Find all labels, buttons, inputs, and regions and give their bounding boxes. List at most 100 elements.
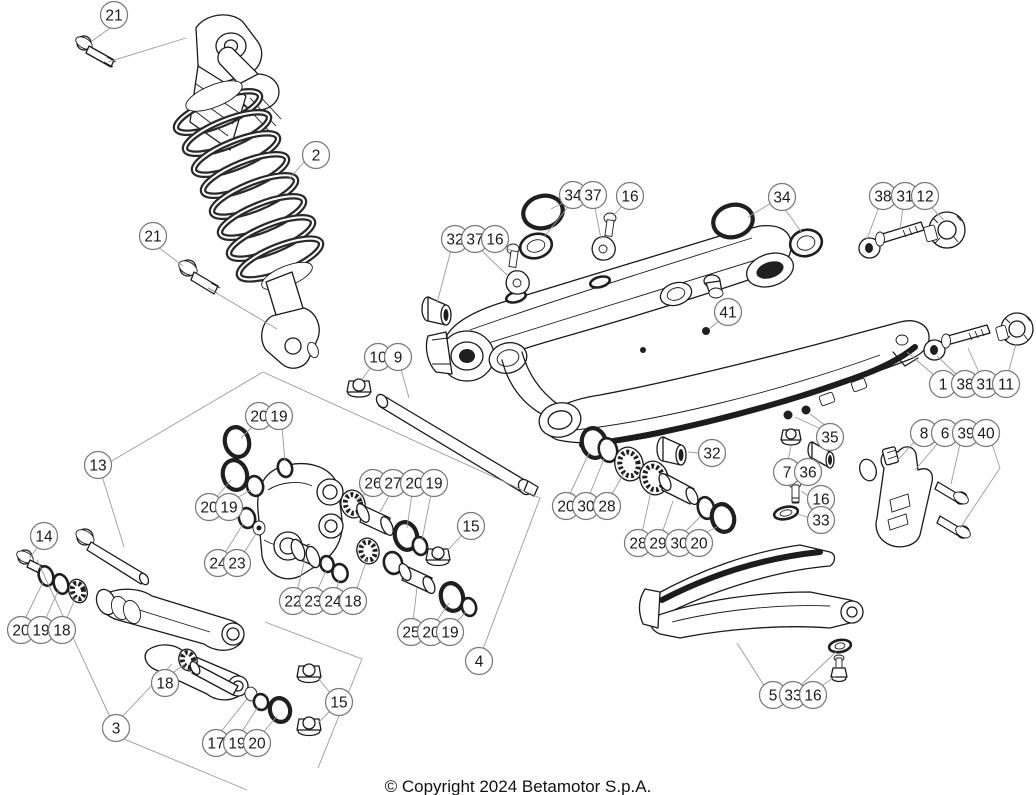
callout-18[interactable]: 18 [47,615,77,645]
callout-23[interactable]: 23 [222,548,252,578]
callout-41[interactable]: 41 [713,297,743,327]
callout-19[interactable]: 19 [222,728,252,758]
callout-16[interactable]: 16 [615,181,645,211]
svg-text:19: 19 [228,736,245,753]
callout-28[interactable]: 28 [623,528,653,558]
leader-line [107,37,187,63]
callout-28[interactable]: 28 [592,491,622,521]
callout-31[interactable]: 31 [890,181,920,211]
callout-15[interactable]: 15 [456,511,486,541]
callout-6[interactable]: 6 [930,418,960,448]
callout-12[interactable]: 12 [910,181,940,211]
svg-text:16: 16 [812,492,829,509]
callout-25[interactable]: 25 [396,617,426,647]
callout-18[interactable]: 18 [338,586,368,616]
callout-39[interactable]: 39 [951,418,981,448]
leader-line [482,497,541,650]
callout-19[interactable]: 19 [419,468,449,498]
svg-text:31: 31 [976,377,993,394]
svg-text:33: 33 [812,513,829,530]
callout-38[interactable]: 38 [868,181,898,211]
callout-33[interactable]: 33 [778,680,808,710]
svg-text:39: 39 [957,426,974,443]
callout-20[interactable]: 20 [684,528,714,558]
svg-text:28: 28 [629,536,646,553]
leader-line [261,715,278,735]
svg-text:1: 1 [939,377,948,394]
group-boundary-lines [36,37,541,791]
callout-20[interactable]: 20 [551,491,581,521]
callout-35[interactable]: 35 [815,422,845,452]
chain-guide-clamp-rear [591,212,617,261]
callout-17[interactable]: 17 [201,728,231,758]
callout-3[interactable]: 3 [101,713,131,743]
leader-line [610,472,625,497]
callout-9[interactable]: 9 [383,342,413,372]
callout-38[interactable]: 38 [950,369,980,399]
rocker-bearing-row-2 [356,537,478,618]
svg-text:4: 4 [475,654,484,671]
leader-line [207,287,278,330]
callout-23[interactable]: 23 [298,586,328,616]
callout-24[interactable]: 24 [318,586,348,616]
callout-40[interactable]: 40 [971,418,1001,448]
callout-33[interactable]: 33 [806,505,836,535]
svg-text:41: 41 [719,305,736,322]
callout-11[interactable]: 11 [991,369,1021,399]
callout-19[interactable]: 19 [26,615,56,645]
callout-30[interactable]: 30 [664,528,694,558]
callout-34[interactable]: 34 [767,182,797,212]
svg-text:21: 21 [105,8,122,25]
callout-21[interactable]: 21 [138,221,168,251]
callout-2[interactable]: 2 [301,140,331,170]
callout-15[interactable]: 15 [324,687,354,717]
leader-line [109,371,264,463]
callout-21[interactable]: 21 [99,0,129,30]
svg-text:23: 23 [228,556,245,573]
leader-line [240,706,259,734]
svg-text:19: 19 [441,625,458,642]
leader-line [224,523,244,554]
callout-29[interactable]: 29 [643,528,673,558]
callout-10[interactable]: 10 [363,342,393,372]
leader-line [157,246,184,267]
callout-16[interactable]: 16 [798,680,828,710]
svg-text:11: 11 [998,377,1014,394]
leader-line [288,160,306,180]
svg-text:9: 9 [394,350,403,367]
callout-32[interactable]: 32 [697,438,727,468]
svg-text:16: 16 [621,189,638,206]
leader-line [436,249,452,304]
leader-line [866,206,880,240]
callout-19[interactable]: 19 [214,492,244,522]
leader-line [91,25,114,42]
leader-line [959,467,1001,529]
leader-line [219,698,248,734]
callout-14[interactable]: 14 [29,521,59,551]
tie-rod-arms-drawing [95,588,293,724]
callout-20[interactable]: 20 [242,728,272,758]
callout-7[interactable]: 7 [772,457,802,487]
callout-19[interactable]: 19 [435,617,465,647]
svg-text:7: 7 [783,465,792,482]
callout-27[interactable]: 27 [378,468,408,498]
leader-line [36,559,111,718]
callout-26[interactable]: 26 [358,468,388,498]
callout-22[interactable]: 22 [278,586,308,616]
callout-4[interactable]: 4 [464,646,494,676]
callout-36[interactable]: 36 [793,457,823,487]
callout-32[interactable]: 32 [440,224,470,254]
callout-37[interactable]: 37 [578,180,608,210]
leader-line [264,621,363,660]
callout-16[interactable]: 16 [480,224,510,254]
callout-20[interactable]: 20 [194,492,224,522]
svg-text:38: 38 [956,377,973,394]
callout-18[interactable]: 18 [150,668,180,698]
callout-19[interactable]: 19 [264,401,294,431]
callout-13[interactable]: 13 [83,450,113,480]
callout-20[interactable]: 20 [399,468,429,498]
leader-line [906,351,936,377]
leader-line [784,208,803,234]
callout-20[interactable]: 20 [6,615,36,645]
